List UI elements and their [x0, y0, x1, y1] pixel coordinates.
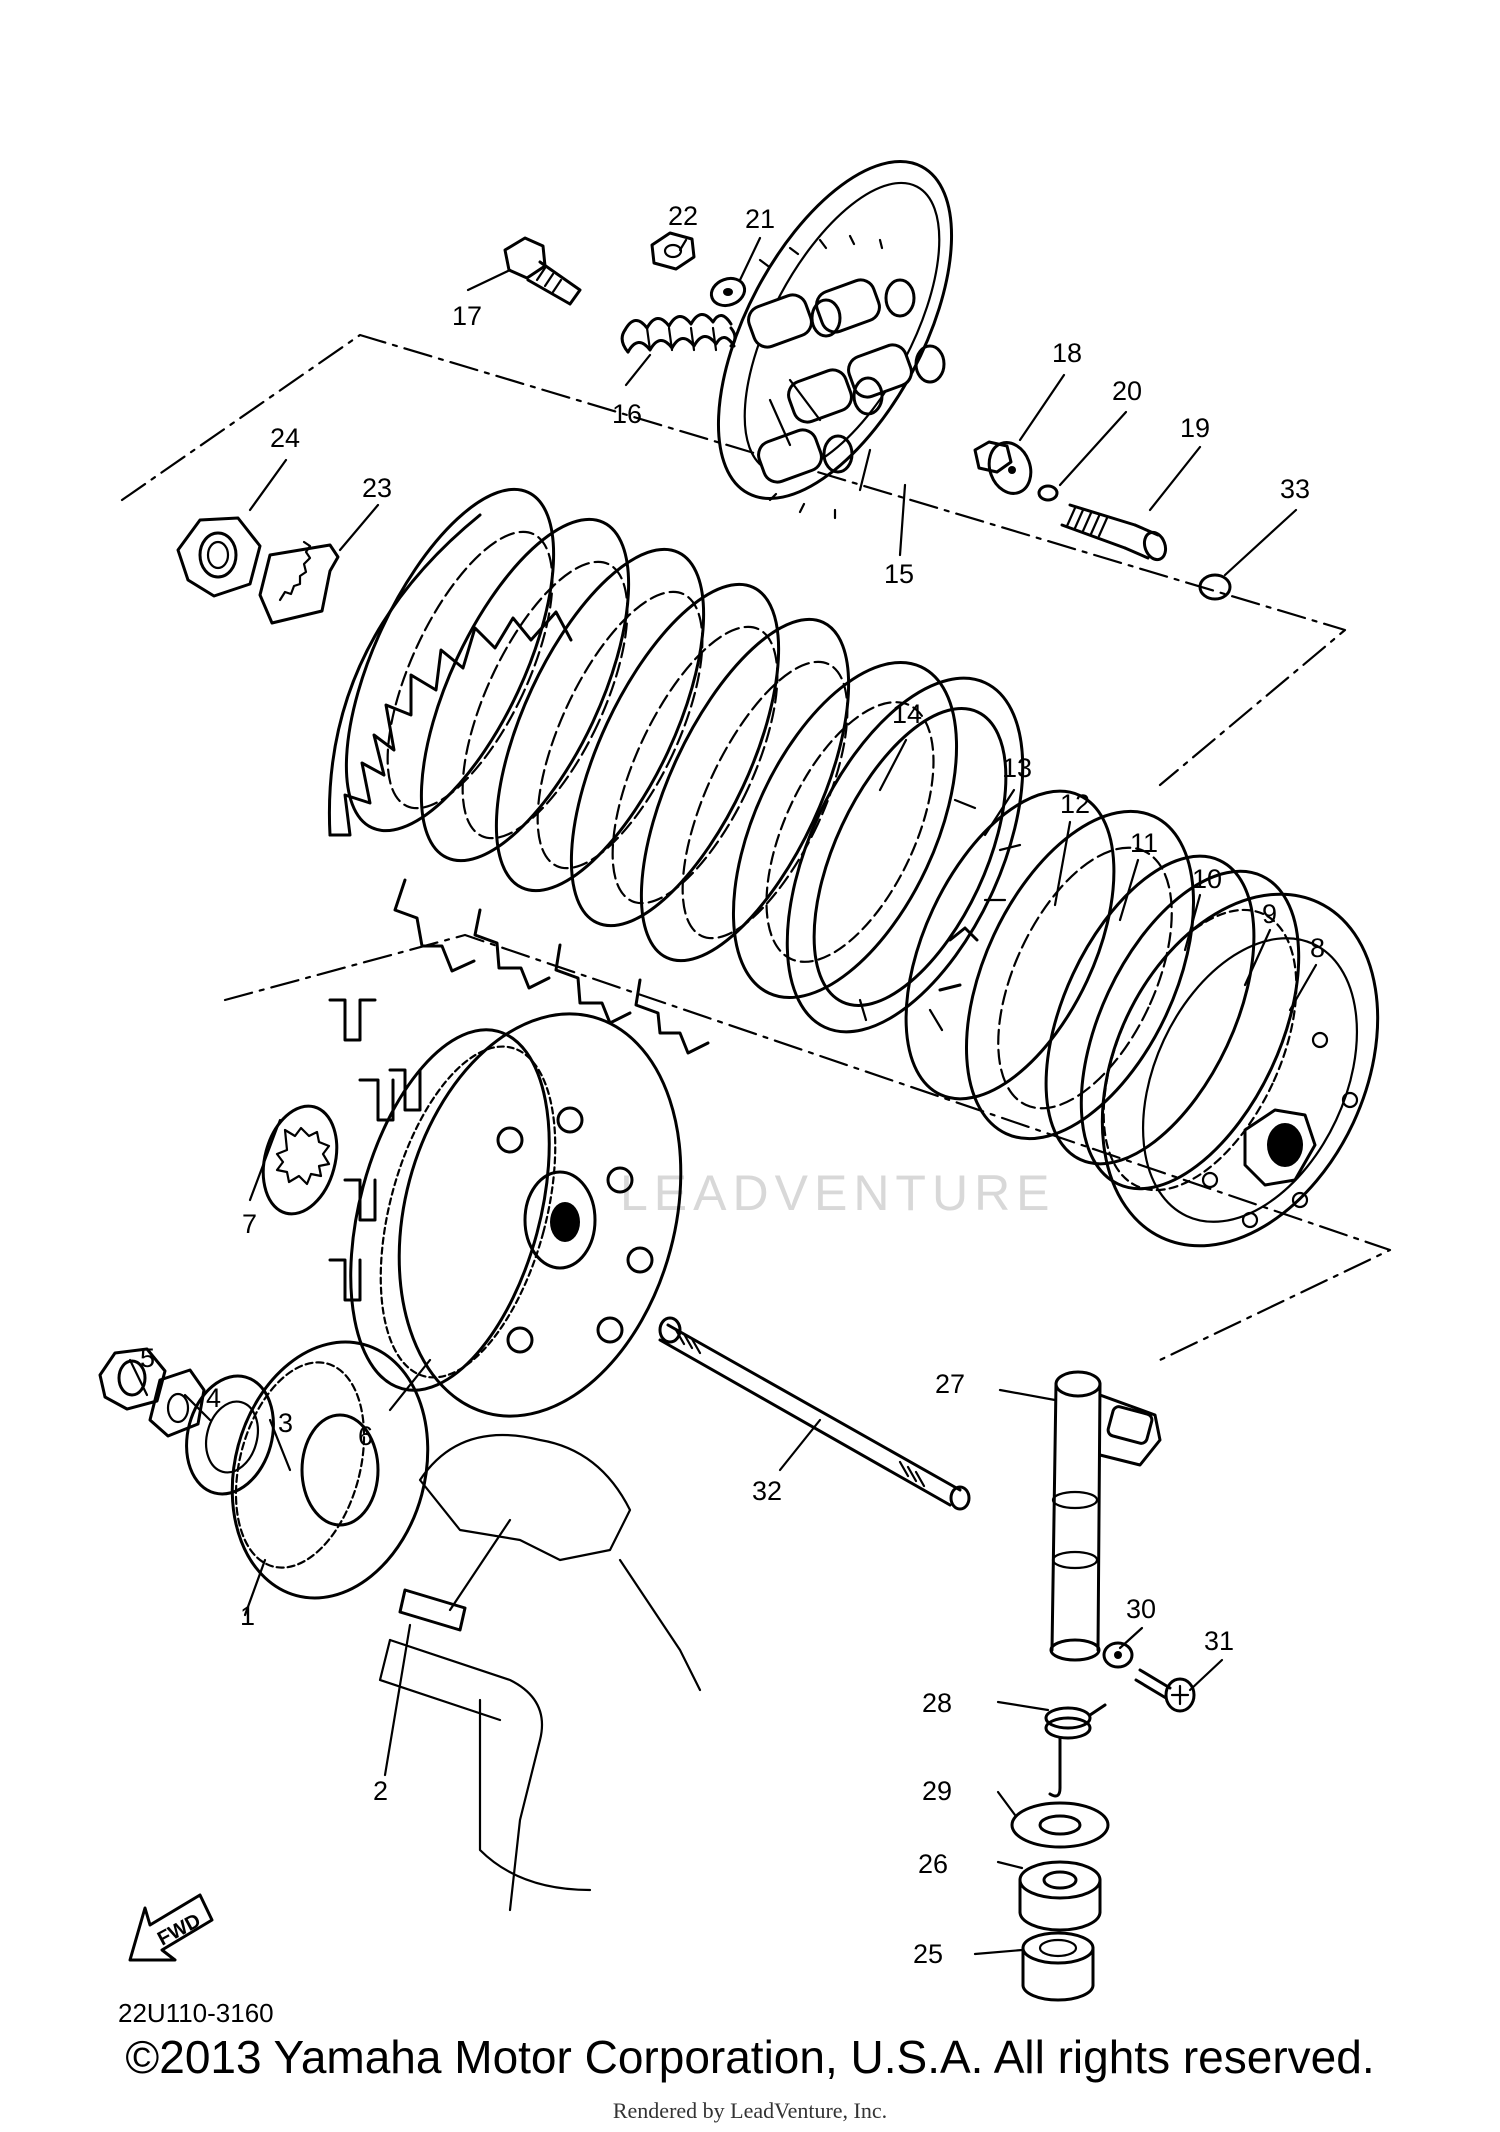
part-label-4: 4	[206, 1383, 221, 1413]
part-label-6: 6	[358, 1421, 373, 1451]
screw-31	[1134, 1668, 1196, 1713]
part-label-1: 1	[240, 1601, 255, 1631]
part-label-23: 23	[362, 473, 392, 503]
part-label-2: 2	[373, 1776, 388, 1806]
part-label-31: 31	[1204, 1626, 1234, 1656]
part-label-17: 17	[452, 301, 482, 331]
washer-30	[1102, 1641, 1134, 1669]
woodruff-key-2	[398, 1588, 467, 1632]
needle-bearing-25	[1021, 1931, 1095, 2002]
plate-10	[1044, 854, 1256, 1166]
washer-3	[185, 1374, 275, 1496]
thrust-washer-7	[261, 1104, 339, 1216]
crankshaft-outline	[378, 1433, 702, 1912]
rendered-by-note: Rendered by LeadVenture, Inc.	[612, 2098, 888, 2123]
plate-11	[964, 809, 1196, 1141]
push-rod-19	[1060, 503, 1168, 562]
clutch-housing-6	[328, 998, 683, 1418]
part-label-14: 14	[892, 699, 922, 729]
lower-assembly-boundary	[223, 933, 1392, 1362]
washer-21	[709, 276, 747, 308]
part-label-22: 22	[668, 201, 698, 231]
part-label-15: 15	[884, 559, 914, 589]
ball-33	[1198, 573, 1232, 601]
part-label-11: 11	[1130, 828, 1158, 858]
part-label-18: 18	[1052, 338, 1082, 368]
part-label-27: 27	[935, 1369, 965, 1399]
friction-plate-14	[731, 660, 959, 1000]
part-label-19: 19	[1180, 413, 1210, 443]
wire-circlip-12	[904, 789, 1116, 1101]
cushion-plate-13	[785, 676, 1025, 1034]
leader-lines	[128, 236, 1318, 1956]
part-number-labels: 1 2 3 4 5 6 7 8 9 10 11 12 13 14 15 16 1…	[140, 201, 1325, 1969]
part-label-33: 33	[1280, 474, 1310, 504]
lock-washer-23	[258, 540, 340, 625]
part-label-25: 25	[913, 1939, 943, 1969]
o-ring-20	[1037, 484, 1059, 502]
copyright-notice: ©2013 Yamaha Motor Corporation, U.S.A. A…	[125, 2031, 1375, 2083]
part-label-5: 5	[140, 1343, 155, 1373]
fwd-label: FWD	[154, 1910, 205, 1951]
primary-drive-gear-1	[230, 1340, 430, 1600]
push-lever-shaft-27	[1049, 1370, 1162, 1662]
part-label-13: 13	[1002, 753, 1032, 783]
part-label-24: 24	[270, 423, 300, 453]
drawing-code: 22U110-3160	[118, 1998, 274, 2028]
clutch-plate-stack	[327, 487, 851, 1055]
part-label-7: 7	[242, 1209, 257, 1239]
part-label-16: 16	[612, 399, 642, 429]
part-label-3: 3	[278, 1408, 293, 1438]
part-label-26: 26	[918, 1849, 948, 1879]
spring-16	[620, 313, 737, 354]
plate-18	[973, 440, 1033, 495]
fwd-arrow-icon: FWD	[128, 1893, 214, 1962]
part-label-29: 29	[922, 1776, 952, 1806]
part-label-9: 9	[1262, 899, 1277, 929]
watermark: LEADVENTURE	[620, 1165, 1056, 1221]
nut-5	[98, 1347, 167, 1411]
pressure-plate-15	[716, 160, 954, 520]
nut-22	[650, 231, 696, 271]
washer-29	[1010, 1801, 1110, 1849]
lock-washer-4	[148, 1368, 206, 1438]
part-label-20: 20	[1112, 376, 1142, 406]
part-label-8: 8	[1310, 933, 1325, 963]
part-label-21: 21	[745, 204, 775, 234]
upper-assembly-boundary	[120, 333, 1347, 787]
plate-9	[1079, 869, 1301, 1191]
clutch-boss-8	[1100, 892, 1380, 1248]
part-label-12: 12	[1060, 789, 1090, 819]
bolt-17	[503, 236, 582, 306]
shaft-32	[658, 1316, 971, 1511]
nut-24	[176, 516, 262, 598]
part-label-10: 10	[1192, 864, 1222, 894]
part-label-30: 30	[1126, 1594, 1156, 1624]
part-label-32: 32	[752, 1476, 782, 1506]
spring-28	[1044, 1703, 1107, 1798]
oil-seal-26	[1018, 1860, 1102, 1932]
part-label-28: 28	[922, 1688, 952, 1718]
